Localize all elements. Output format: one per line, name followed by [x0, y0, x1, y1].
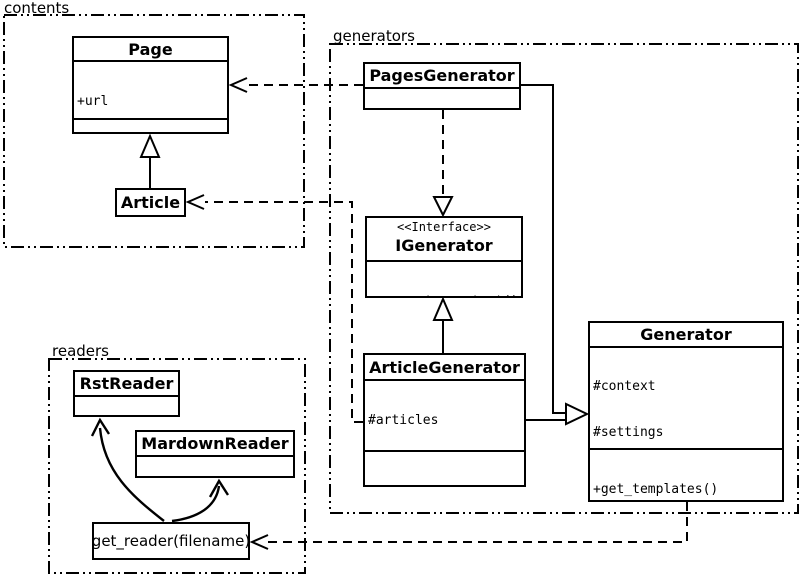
open-arrowhead-icon — [249, 534, 269, 550]
edge-getreader-to-rstreader — [90, 417, 165, 522]
edge-pagesgenerator-realizes-igenerator — [432, 110, 454, 218]
method-line: +get_templates() — [593, 482, 719, 497]
class-generator: Generator #context #settings #path #them… — [588, 321, 784, 502]
edge-articlegenerator-uses-article — [185, 194, 363, 423]
attribute-line: +url — [77, 94, 109, 109]
class-mardownreader: MardownReader +read() — [135, 430, 295, 478]
class-title: MardownReader — [141, 434, 289, 453]
open-arrowhead-icon — [90, 417, 111, 437]
class-articlegenerator: ArticleGenerator #articles #dates #tags … — [363, 353, 526, 487]
edge-article-extends-page — [139, 133, 161, 188]
attributes-compartment: +url +slug +summary — [74, 60, 227, 118]
class-title: ArticleGenerator — [369, 357, 520, 377]
contents-package-label: contents — [4, 0, 70, 17]
methods-compartment: +read() — [137, 455, 293, 476]
method-line: +generate_context() — [370, 293, 519, 296]
generators-package-frame — [329, 43, 799, 514]
class-title: IGenerator — [395, 235, 493, 255]
class-article: Article — [115, 188, 186, 217]
class-title: Article — [120, 193, 181, 212]
attribute-line: #context — [593, 379, 656, 394]
class-rstreader: RstReader +read() — [73, 370, 180, 417]
class-page: Page +url +slug +summary +check_properti… — [72, 36, 229, 134]
attributes-compartment: #articles #dates #tags #categories — [365, 379, 524, 450]
readers-package-label: readers — [52, 342, 109, 360]
class-igenerator: <<Interface>> IGenerator +generate_conte… — [365, 216, 523, 298]
methods-compartment: +get_templates() +get_files(path,exclude… — [590, 448, 782, 500]
methods-compartment: +read() — [75, 395, 178, 415]
attributes-compartment: #context #settings #path #theme #output_… — [590, 346, 782, 448]
hollow-triangle-icon — [565, 402, 590, 426]
methods-compartment: +generate_feeds() +generate_pages() — [365, 450, 524, 485]
edge-pagesgenerator-uses-page — [228, 77, 363, 93]
hollow-triangle-icon — [432, 296, 454, 321]
attributes-compartment: #pages — [365, 87, 519, 108]
method-line: +generate_feeds() — [368, 483, 521, 485]
open-arrowhead-icon — [185, 194, 205, 210]
hollow-triangle-icon — [432, 196, 454, 218]
methods-compartment: +check_properties() — [74, 118, 227, 132]
hollow-triangle-icon — [139, 133, 161, 158]
edge-generators-extend-generator — [521, 84, 590, 426]
get-reader-label: get_reader(filename) — [91, 532, 251, 550]
attribute-line: #articles — [368, 413, 439, 428]
readers-package-frame — [48, 358, 306, 574]
stereotype-label: <<Interface>> — [397, 220, 491, 234]
edge-getreader-to-mardownreader — [171, 478, 230, 523]
get-reader-node: get_reader(filename) — [92, 522, 250, 560]
class-title: PagesGenerator — [369, 66, 515, 85]
open-arrowhead-icon — [228, 77, 248, 93]
open-arrowhead-icon — [208, 478, 230, 498]
edge-generator-uses-getreader — [249, 502, 688, 550]
class-title: RstReader — [79, 374, 174, 393]
methods-compartment: +generate_context() +generate_output() — [367, 260, 521, 296]
attribute-line: #settings — [593, 425, 664, 441]
generators-package-label: generators — [333, 27, 415, 45]
contents-package-frame — [3, 14, 305, 248]
class-title: Generator — [640, 325, 732, 344]
class-title: Page — [128, 39, 173, 59]
edge-articlegenerator-extends-igenerator — [432, 296, 454, 353]
class-pagesgenerator: PagesGenerator #pages — [363, 62, 521, 110]
